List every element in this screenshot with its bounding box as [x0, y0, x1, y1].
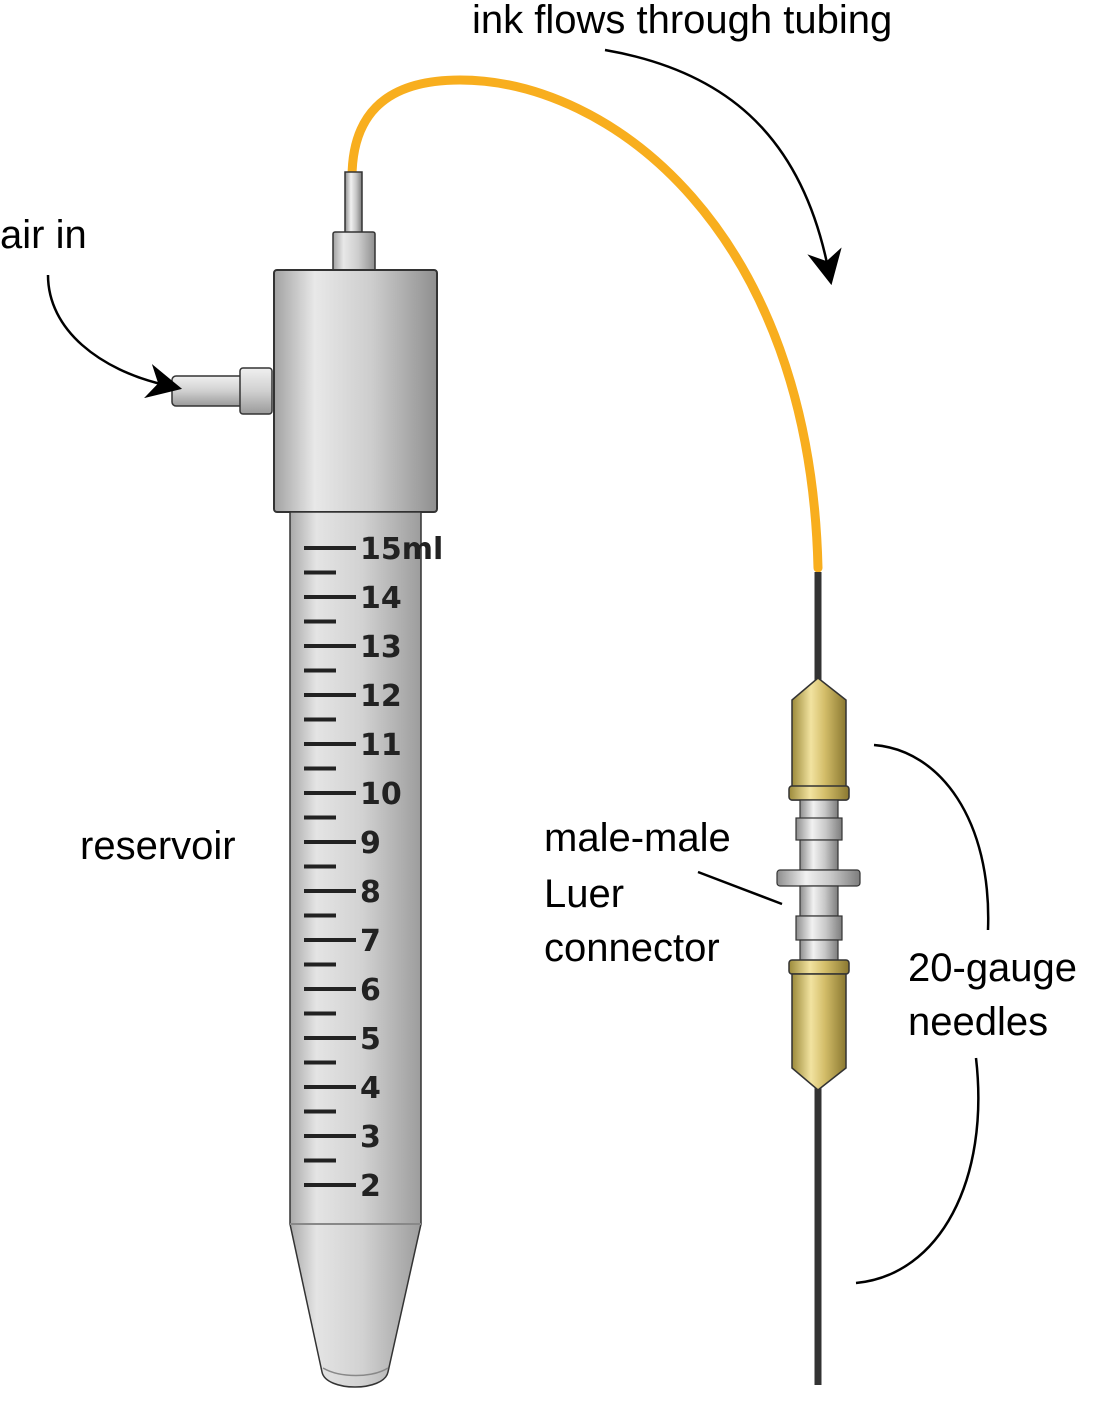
upper-hub-ring	[788, 785, 850, 801]
air-in-label: air in	[0, 213, 87, 257]
reservoir-tube	[289, 511, 422, 1388]
upper-needle-hub	[791, 677, 847, 801]
tick-label: 15ml	[360, 532, 443, 567]
connector-label-line-2: Luer	[544, 872, 625, 916]
connector-label-line-3: connector	[544, 926, 720, 970]
needles-lower-brace	[855, 1057, 980, 1285]
needles-upper-brace	[873, 743, 990, 931]
needles-label-line-1: 20-gauge	[908, 946, 1078, 990]
needles-label-line-2: needles	[908, 1000, 1049, 1044]
tick-label: 10	[360, 777, 402, 812]
tick-label: 2	[360, 1169, 381, 1204]
ink-flow-arrow	[604, 48, 842, 286]
tick-label: 5	[360, 1022, 381, 1057]
reservoir-outlet-port	[332, 171, 376, 273]
air-inlet-port	[171, 367, 273, 415]
ink-flow-label: ink flows through tubing	[472, 0, 893, 42]
connector-leader-line	[697, 870, 783, 906]
tick-label: 8	[360, 875, 381, 910]
tick-label: 9	[360, 826, 381, 861]
lower-hub-ring	[788, 959, 850, 975]
tick-label: 4	[360, 1071, 381, 1106]
graduation-scale: 15ml 14 13 12 11 10 9 8 7 6 5 4 3 2	[304, 532, 443, 1204]
tick-label: 13	[360, 630, 402, 665]
tick-label: 14	[360, 581, 402, 616]
reservoir-label: reservoir	[80, 824, 236, 868]
needle-assembly	[776, 572, 861, 1385]
air-in-arrow	[46, 274, 183, 399]
reservoir-cap	[273, 269, 438, 513]
tick-label: 12	[360, 679, 402, 714]
lower-needle-hub	[791, 973, 847, 1091]
ink-tubing	[347, 75, 823, 573]
connector-label-line-1: male-male	[544, 816, 731, 860]
luer-connector	[776, 799, 861, 963]
tube-tip	[322, 1367, 389, 1377]
tick-label: 7	[360, 924, 381, 959]
tick-label: 6	[360, 973, 381, 1008]
tick-label: 11	[360, 728, 402, 763]
tick-label: 3	[360, 1120, 381, 1155]
